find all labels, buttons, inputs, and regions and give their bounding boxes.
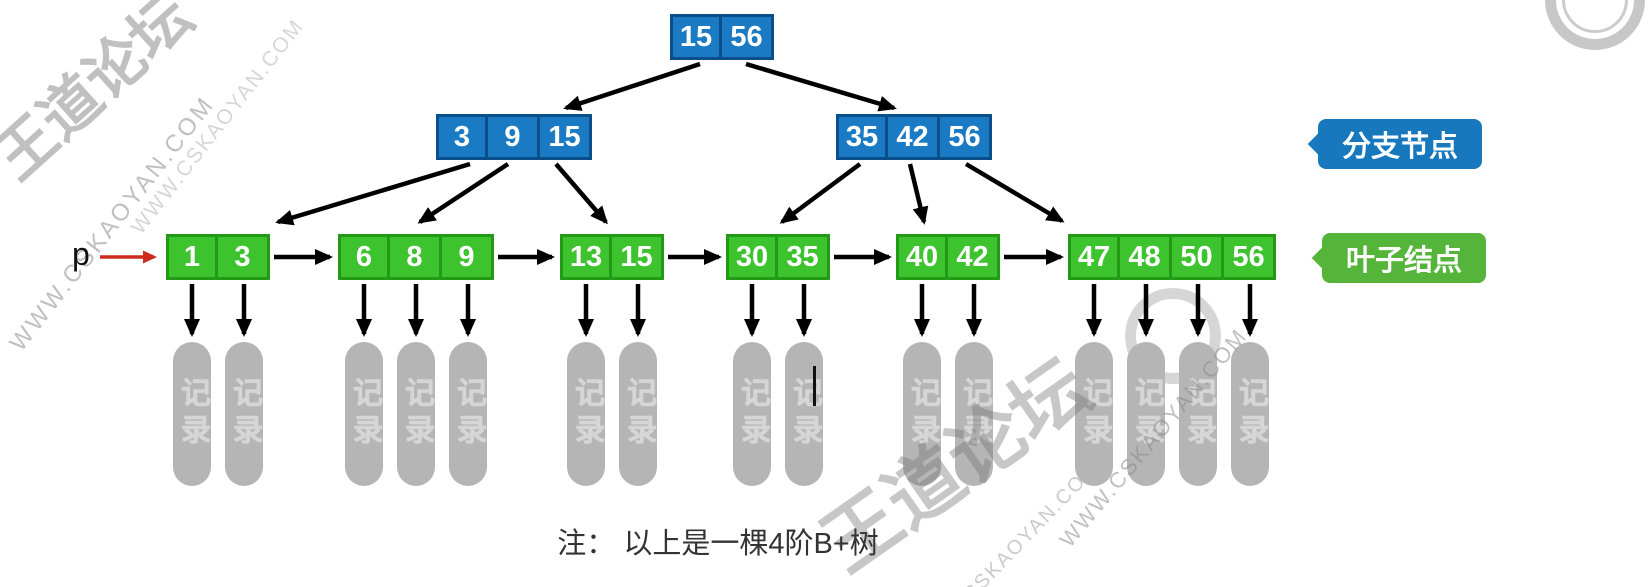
- branch-key-cell: 35: [836, 114, 888, 160]
- record-capsule: 记录: [397, 342, 435, 486]
- leaf-key-cell: 47: [1068, 234, 1120, 280]
- watermark-logo: 王道论坛: [0, 0, 205, 193]
- record-capsule: 记录: [1231, 342, 1269, 486]
- leaf-key-cell: 42: [948, 234, 1000, 280]
- legend-leaf-label: 叶子结点: [1346, 245, 1463, 277]
- watermark-seal: [1545, 0, 1645, 50]
- legend-notch: [1311, 246, 1335, 270]
- leaf-key-cell: 15: [612, 234, 664, 280]
- caption: 注： 以上是一棵4阶B+树: [557, 528, 879, 560]
- watermark-url: WWW.CSKAOYAN.COM: [126, 14, 309, 239]
- leaf-key-cell: 35: [778, 234, 830, 280]
- leaf-key-cell: 8: [390, 234, 442, 280]
- record-capsule: 记录: [619, 342, 657, 486]
- watermark-url: WWW.CSKAOYAN.COM: [910, 456, 1104, 587]
- legend-notch: [1307, 132, 1331, 156]
- record-capsule: 记录: [225, 342, 263, 486]
- legend-leaf-node: 叶子结点: [1311, 233, 1487, 283]
- record-capsule: 记录: [173, 342, 211, 486]
- branch-key-cell: 56: [940, 114, 992, 160]
- leaf-key-cell: 30: [726, 234, 778, 280]
- record-capsule: 记录: [733, 342, 771, 486]
- branch-key-cell: 15: [540, 114, 592, 160]
- branch-key-cell: 9: [488, 114, 540, 160]
- watermark-seal: [1562, 0, 1628, 33]
- leaf-key-cell: 13: [560, 234, 612, 280]
- watermark-url: WWW.CSKAOYAN.COM: [4, 91, 221, 357]
- record-capsule: 记录: [785, 342, 823, 486]
- legend-branch-node: 分支节点: [1307, 119, 1483, 169]
- branch-key-cell: 56: [722, 14, 774, 60]
- record-capsule: 记录: [1179, 342, 1217, 486]
- record-capsule: 记录: [1075, 342, 1113, 486]
- leaf-key-cell: 40: [896, 234, 948, 280]
- leaf-key-cell: 56: [1224, 234, 1276, 280]
- leaf-key-cell: 50: [1172, 234, 1224, 280]
- leaf-key-cell: 6: [338, 234, 390, 280]
- branch-key-cell: 3: [436, 114, 488, 160]
- legend-branch-label: 分支节点: [1342, 131, 1459, 163]
- branch-key-cell: 42: [888, 114, 940, 160]
- record-capsule: 记录: [449, 342, 487, 486]
- leaf-key-cell: 3: [218, 234, 270, 280]
- leaf-key-cell: 9: [442, 234, 494, 280]
- pointer-label: p: [72, 236, 90, 272]
- record-capsule: 记录: [955, 342, 993, 486]
- record-capsule: 记录: [1127, 342, 1165, 486]
- cursor-artifact: [813, 366, 816, 406]
- leaf-key-cell: 1: [166, 234, 218, 280]
- record-capsule: 记录: [345, 342, 383, 486]
- leaf-key-cell: 48: [1120, 234, 1172, 280]
- branch-key-cell: 15: [670, 14, 722, 60]
- record-capsule: 记录: [567, 342, 605, 486]
- record-capsule: 记录: [903, 342, 941, 486]
